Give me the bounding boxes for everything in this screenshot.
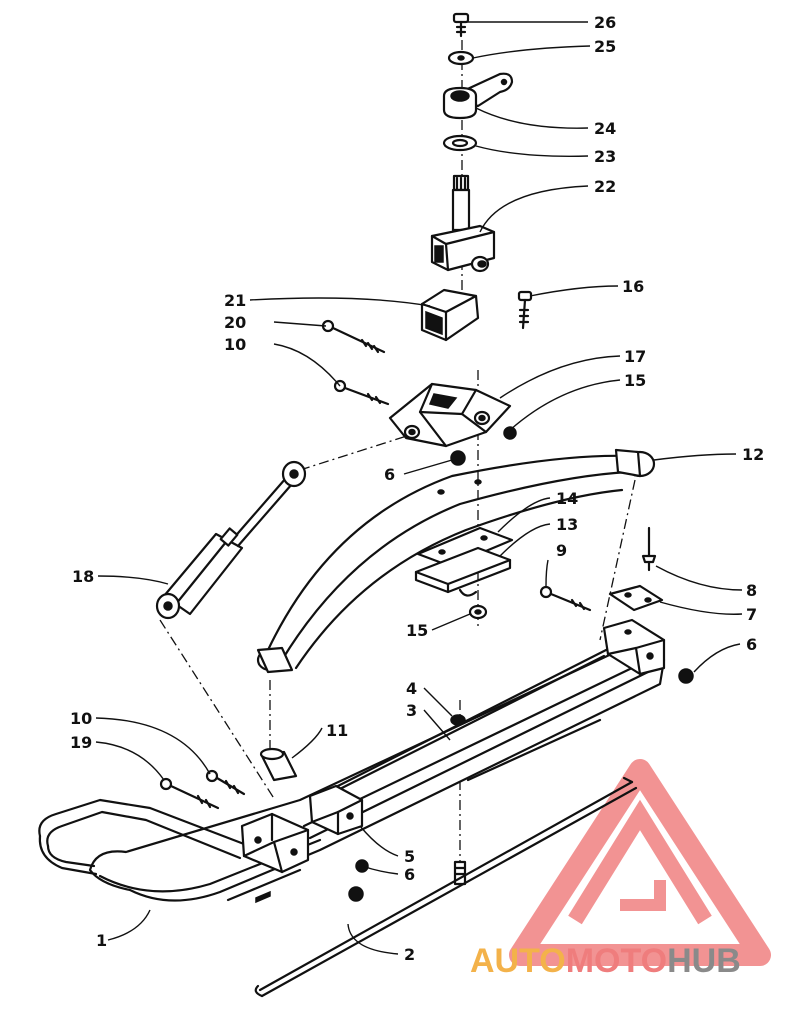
callout-19: 19 [70,733,92,752]
callout-2: 2 [404,945,415,964]
part-6-nut-right [678,668,694,684]
callout-4: 4 [406,679,417,698]
callout-9: 9 [556,541,567,560]
part-2-wear-bar [254,776,638,998]
callout-8: 8 [746,581,757,600]
callout-6-lower: 6 [404,865,415,884]
axis-spring-front [599,479,636,641]
callout-17: 17 [624,347,646,366]
part-5-bracket-front [308,784,364,836]
callout-6-middle: 6 [384,465,395,484]
watermark-logo-icon [509,759,771,966]
part-15-nut-upper [503,426,517,440]
part-10-bolt-upper [333,379,390,406]
callout-10-upper: 10 [224,335,246,354]
part-7-plate [608,584,664,612]
callout-1: 1 [96,931,107,950]
callout-23: 23 [594,147,616,166]
callout-24: 24 [594,119,616,138]
callout-20: 20 [224,313,246,332]
callout-12: 12 [742,445,764,464]
part-5-bracket-rear [240,812,310,874]
callout-5: 5 [404,847,415,866]
part-19-bolt [159,777,220,810]
callout-21: 21 [224,291,246,310]
callout-15-upper: 15 [624,371,646,390]
part-15-nut-lower-hole [474,609,482,615]
leader-lines [95,21,743,955]
callout-7: 7 [746,605,757,624]
callout-16: 16 [622,277,644,296]
part-16-bolt [517,290,533,330]
part-9-bolt [539,585,592,612]
callout-15-lower: 15 [406,621,428,640]
axis-shock-lower [159,619,276,801]
callout-10-lower: 10 [70,709,92,728]
callout-25: 25 [594,37,616,56]
callout-22: 22 [594,177,616,196]
part-11-pin [259,747,298,782]
watermark-text: AUTOMOTOHUB [470,942,741,980]
part-8-rivet [641,526,657,572]
callout-6-right: 6 [746,635,757,654]
ski-loop-handle [38,798,246,876]
callout-26: 26 [594,13,616,32]
watermark-hub: HUB [667,942,741,980]
callout-18: 18 [72,567,94,586]
watermark-auto: AUTO [470,942,566,980]
part-6-nut-lower-b [348,886,364,902]
part-22-spindle [430,174,496,273]
part-1-ski [88,618,666,904]
watermark-moto: MOTO [566,942,667,980]
callout-3: 3 [406,701,417,720]
part-24-steering-arm [442,72,514,120]
part-6-nut-middle [450,450,466,466]
part-25-washer-hole [457,55,465,61]
callout-14: 14 [556,489,578,508]
part-13-spacer-plate [414,546,512,597]
callout-13: 13 [556,515,578,534]
callout-11: 11 [326,721,348,740]
part-10-bolt-lower [205,769,246,796]
part-17-saddle [388,382,512,448]
part-12-leaf-spring [256,448,656,674]
part-20-bolt [321,319,386,354]
part-26-bolt [452,12,470,38]
part-18-shock-absorber [155,460,307,620]
ski-stud [453,860,467,886]
part-23-washer-hole [451,138,469,148]
part-21-bushing [420,288,480,342]
